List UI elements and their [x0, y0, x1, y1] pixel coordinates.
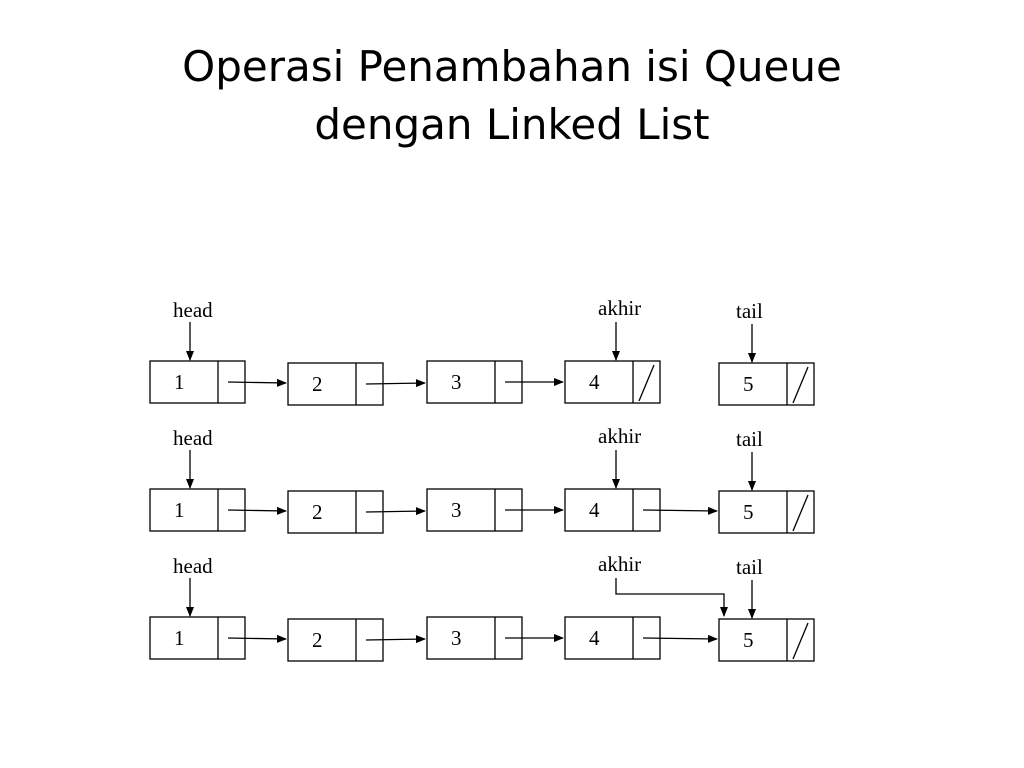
null-pointer-slash	[638, 364, 655, 402]
tail-label: tail	[736, 299, 763, 323]
next-pointer-arrow	[227, 634, 287, 643]
head-label: head	[173, 426, 213, 450]
null-pointer-slash	[792, 494, 809, 532]
null-pointer-slash	[792, 366, 809, 404]
title-line-1: Operasi Penambahan isi Queue	[182, 42, 842, 91]
list-node	[718, 362, 815, 406]
node-value: 4	[589, 626, 600, 650]
node-value: 5	[743, 628, 754, 652]
slide-title: Operasi Penambahan isi Queue dengan Link…	[0, 38, 1024, 154]
node-value: 1	[174, 626, 185, 650]
akhir-pointer-arrow	[615, 578, 728, 617]
node-value: 5	[743, 372, 754, 396]
next-pointer-arrow	[365, 507, 426, 516]
node-value: 3	[451, 498, 462, 522]
node-value: 3	[451, 370, 462, 394]
node-value: 3	[451, 626, 462, 650]
next-pointer-arrow	[642, 506, 718, 515]
node-value: 2	[312, 500, 323, 524]
akhir-label: akhir	[598, 552, 641, 576]
node-value: 2	[312, 372, 323, 396]
title-line-2: dengan Linked List	[314, 100, 710, 149]
next-pointer-arrow	[227, 506, 287, 515]
null-pointer-slash	[792, 622, 809, 660]
tail-label: tail	[736, 555, 763, 579]
next-pointer-arrow	[642, 634, 718, 643]
next-pointer-arrow	[365, 379, 426, 388]
akhir-label: akhir	[598, 296, 641, 320]
next-pointer-arrow	[227, 378, 287, 387]
node-value: 4	[589, 370, 600, 394]
list-node	[718, 490, 815, 534]
akhir-label: akhir	[598, 424, 641, 448]
list-node	[564, 360, 661, 404]
node-value: 1	[174, 498, 185, 522]
node-value: 1	[174, 370, 185, 394]
node-value: 4	[589, 498, 600, 522]
node-value: 2	[312, 628, 323, 652]
list-node	[718, 618, 815, 662]
tail-label: tail	[736, 427, 763, 451]
next-pointer-arrow	[365, 635, 426, 644]
head-label: head	[173, 554, 213, 578]
node-value: 5	[743, 500, 754, 524]
head-label: head	[173, 298, 213, 322]
